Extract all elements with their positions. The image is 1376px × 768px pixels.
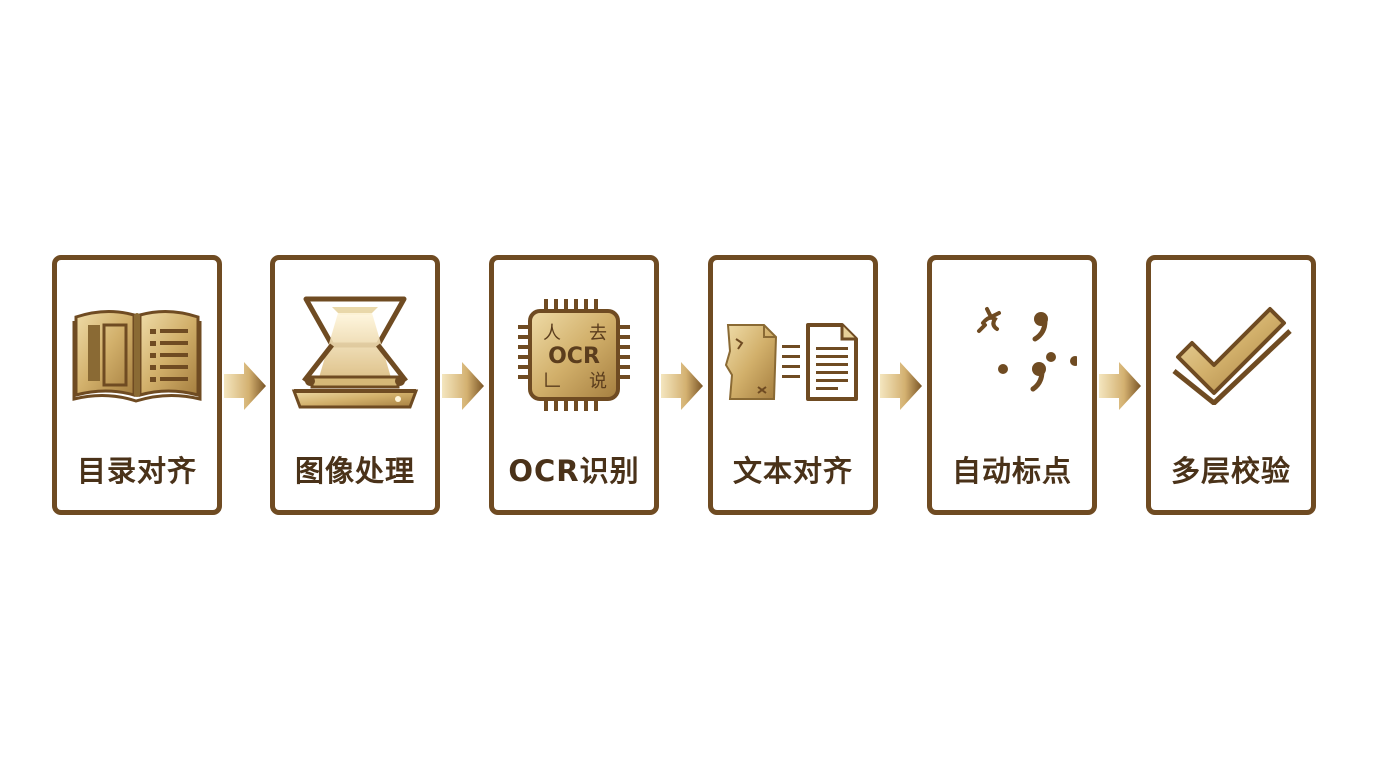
step-label: OCR识别 bbox=[508, 454, 640, 488]
checkmark-icon bbox=[1151, 295, 1311, 415]
step-label: 目录对齐 bbox=[76, 454, 197, 488]
flow-arrow-icon bbox=[1099, 362, 1141, 410]
punctuation-icon bbox=[932, 295, 1092, 415]
step-auto-punctuation: 自动标点 bbox=[927, 255, 1097, 515]
ocr-glyph: 𠃊 bbox=[543, 371, 561, 392]
step-label: 多层校验 bbox=[1170, 454, 1291, 488]
open-book-icon bbox=[57, 295, 217, 415]
ocr-glyph: 去 bbox=[589, 323, 607, 344]
scanner-icon bbox=[275, 295, 435, 415]
step-catalog-align: 目录对齐 bbox=[52, 255, 222, 515]
document-align-icon bbox=[713, 295, 873, 415]
flow-arrow-icon bbox=[442, 362, 484, 410]
step-label: 自动标点 bbox=[951, 454, 1072, 488]
step-text-align: 文本对齐 bbox=[708, 255, 878, 515]
step-label: 文本对齐 bbox=[732, 454, 853, 488]
flow-arrow-icon bbox=[880, 362, 922, 410]
ocr-glyph: 说 bbox=[589, 371, 607, 392]
step-ocr: 人 去 OCR 𠃊 说 OCR识别 bbox=[489, 255, 659, 515]
ocr-glyph: 人 bbox=[543, 323, 561, 344]
step-image-processing: 图像处理 bbox=[270, 255, 440, 515]
step-label: 图像处理 bbox=[294, 454, 415, 488]
flow-arrow-icon bbox=[661, 362, 703, 410]
flow-arrow-icon bbox=[224, 362, 266, 410]
step-multi-verify: 多层校验 bbox=[1146, 255, 1316, 515]
ocr-chip-text: OCR bbox=[548, 344, 600, 369]
ocr-chip-icon: 人 去 OCR 𠃊 说 bbox=[494, 295, 654, 415]
